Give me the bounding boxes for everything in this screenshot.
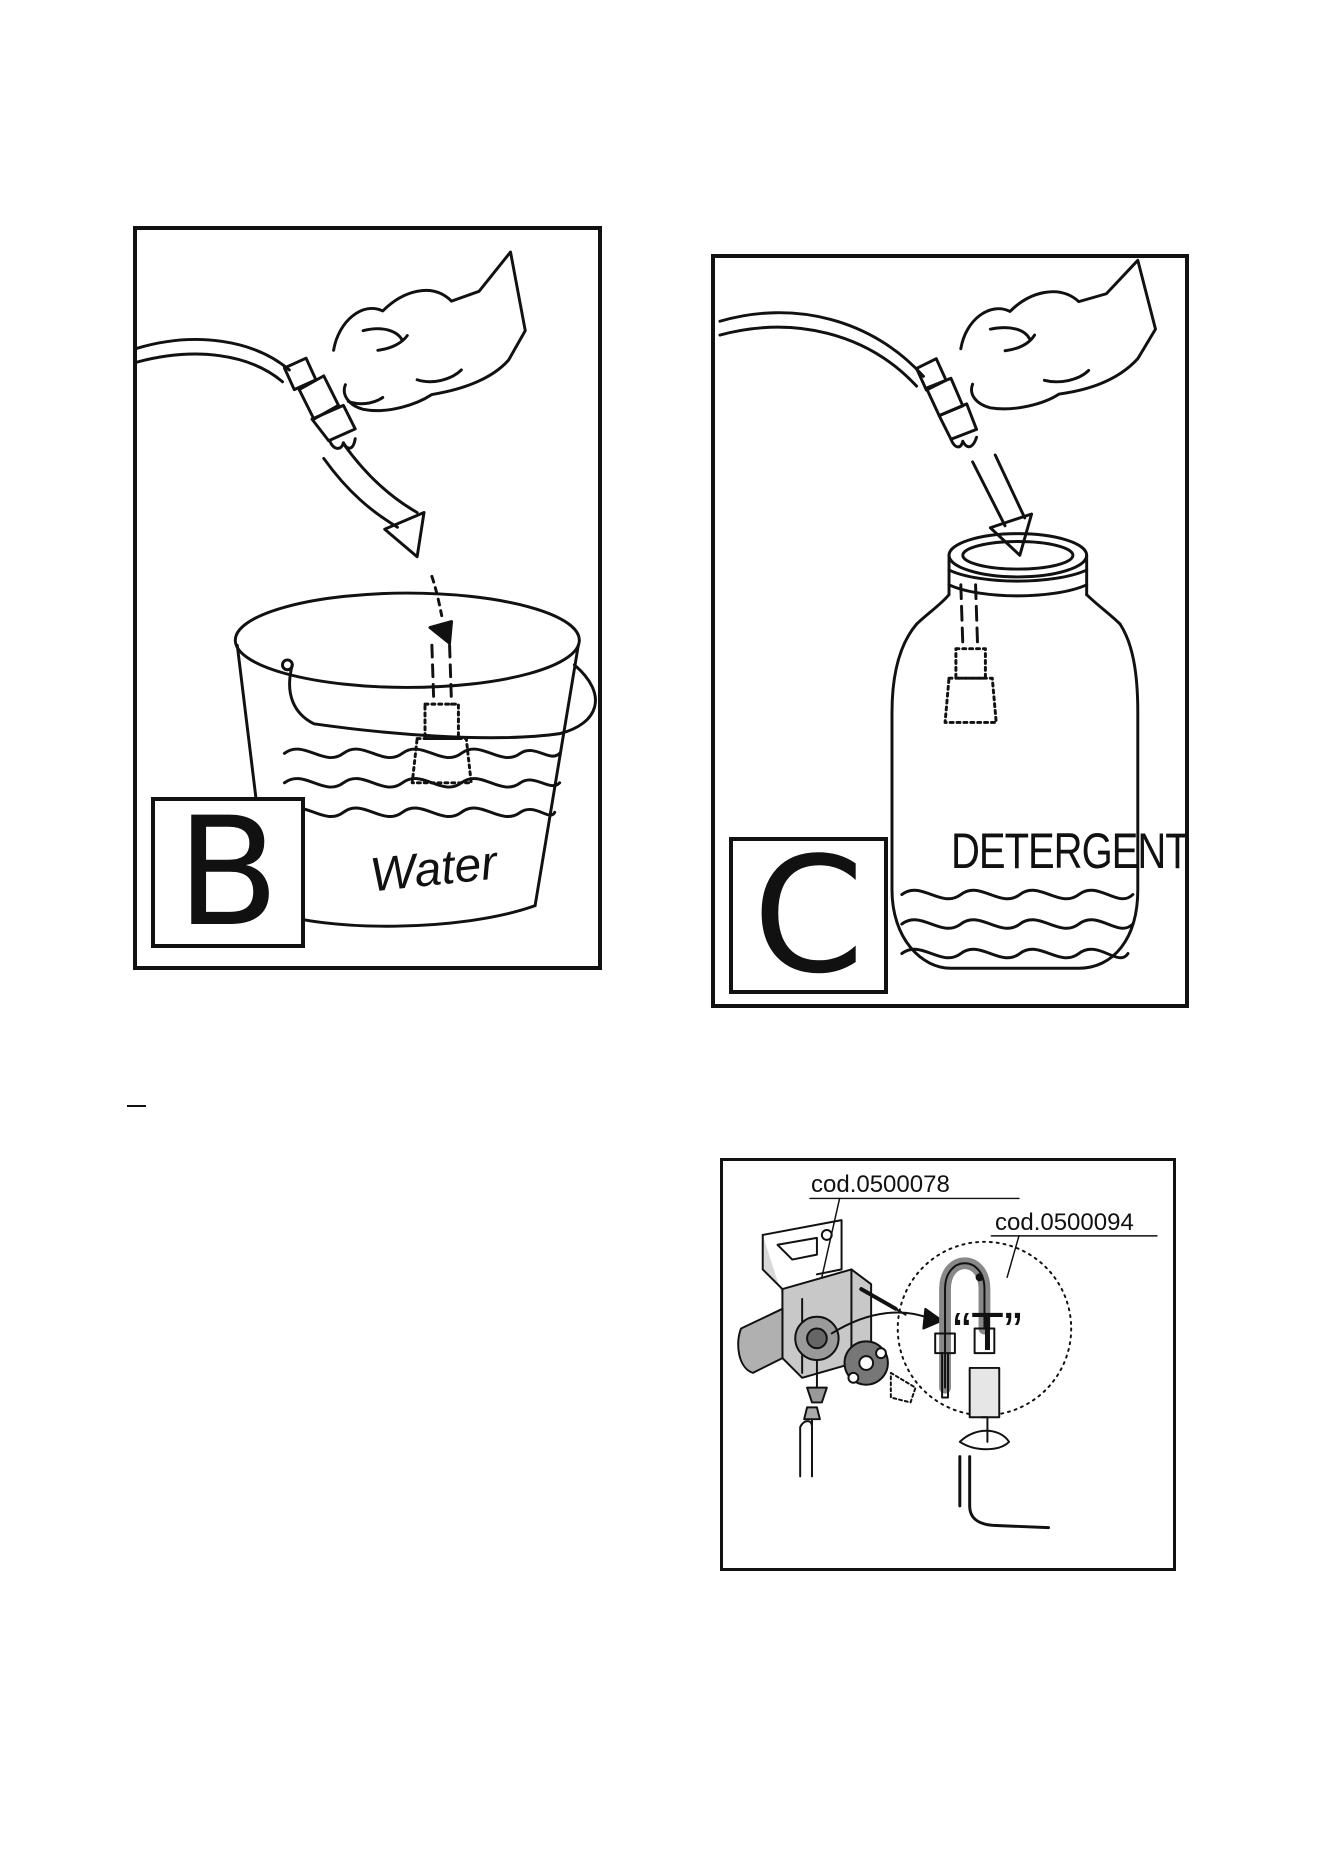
figure-b-panel: B Water xyxy=(133,226,602,970)
tube-code-label: cod.0500094 xyxy=(995,1209,1134,1237)
pump-code-label: cod.0500078 xyxy=(811,1171,950,1199)
figure-c-letter: C xyxy=(729,837,888,994)
detergent-label: DETERGENT xyxy=(951,824,1189,880)
underline-mark xyxy=(127,1105,146,1107)
figure-c-panel: C DETERGENT xyxy=(711,254,1189,1008)
figure-b-letter: B xyxy=(151,797,305,948)
parts-panel: cod.0500078 cod.0500094 “T” xyxy=(720,1158,1176,1571)
t-fitting-label: “T” xyxy=(953,1301,1022,1363)
